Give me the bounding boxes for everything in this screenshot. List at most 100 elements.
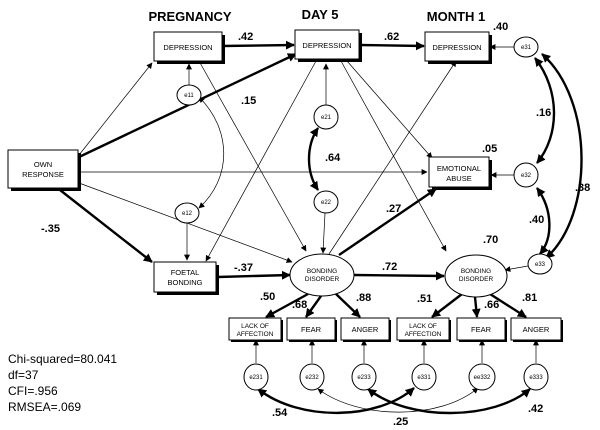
coef-r2-emotional-abuse: .05: [482, 143, 497, 155]
path-e22: [320, 212, 327, 254]
cov-e32-e33: [536, 187, 551, 255]
lack-affection-month1-box: LACK OF AFFECTION: [396, 317, 451, 342]
fear-month1-label: FEAR: [471, 325, 492, 334]
anger-month1-label: ANGER: [523, 325, 550, 334]
anger-day5-label: ANGER: [352, 325, 379, 334]
lack-affection-month1-line2: AFFECTION: [405, 331, 442, 338]
svg-text:ee332: ee332: [474, 375, 491, 381]
svg-text:e232: e232: [305, 375, 319, 381]
fear-day5-box: FEAR: [286, 317, 337, 342]
path-bd5-to-bd-month1: [353, 271, 445, 281]
coef-own-to-foetal: -.35: [41, 223, 60, 235]
lack-affection-day5-line2: AFFECTION: [237, 331, 274, 338]
coef-e32-e33: .40: [529, 214, 544, 226]
path-bd5-to-emotional-abuse: [338, 188, 437, 256]
dep-preg-label: DEPRESSION: [163, 43, 212, 52]
fear-day5-label: FEAR: [301, 325, 322, 334]
dep-day5-box: DEPRESSION: [294, 29, 362, 62]
error-e33: e33: [527, 253, 553, 275]
coef-e231-e331: .54: [272, 407, 288, 419]
lack-affection-day5-box: LACK OF AFFECTION: [228, 317, 283, 342]
coef-load-lack-m1: .51: [417, 293, 432, 305]
dep-month1-label: DEPRESSION: [432, 43, 481, 52]
svg-text:e22: e22: [321, 200, 332, 206]
svg-text:e31: e31: [521, 45, 532, 51]
path-bdm1-to-anger: [489, 292, 527, 319]
coef-e31-e33: .38: [575, 182, 590, 194]
coef-e21-e22: .64: [325, 152, 341, 164]
path-dep-day5-to-foetal-bonding: [205, 60, 317, 262]
svg-text:e12: e12: [182, 211, 193, 217]
path-bd5-to-dep-month1: [328, 60, 457, 255]
coef-e31-e32: .16: [536, 107, 551, 119]
error-e11: e11: [176, 84, 202, 106]
bonding-disorder-day5-line2: DISORDER: [305, 276, 340, 283]
bonding-disorder-month1-ellipse: BONDING DISORDER: [444, 254, 508, 298]
path-own-to-dep-preg: [78, 62, 153, 156]
cov-e21-e22: [307, 127, 320, 191]
coef-own-to-dep-day5: .15: [241, 95, 256, 107]
lack-affection-day5-line1: LACK OF: [241, 323, 269, 330]
path-bdm1-to-fear: [471, 296, 481, 318]
fit-chi-squared: Chi-squared=80.041: [8, 352, 117, 366]
svg-text:e33: e33: [535, 262, 546, 268]
error-e12: e12: [174, 202, 200, 224]
error-e22: e22: [313, 190, 339, 214]
error-e333: e333: [523, 363, 549, 391]
path-own-to-dep-day5: [78, 52, 297, 159]
anger-day5-box: ANGER: [340, 317, 391, 342]
fit-rmsea: RMSEA=.069: [8, 400, 81, 414]
svg-text:e333: e333: [529, 375, 543, 381]
cov-e231-e331: [257, 387, 415, 415]
svg-text:e331: e331: [417, 375, 431, 381]
dep-day5-label: DEPRESSION: [302, 41, 351, 50]
error-e331: e331: [411, 363, 437, 391]
error-e232: e232: [299, 363, 325, 391]
coef-dep-day5-to-month1: .62: [384, 31, 399, 43]
error-e233: e233: [351, 363, 377, 391]
own-response-line2: RESPONSE: [22, 170, 64, 179]
anger-month1-box: ANGER: [510, 317, 563, 342]
path-e33: [504, 265, 529, 273]
foetal-bonding-line2: BONDING: [167, 278, 202, 287]
svg-text:e11: e11: [184, 93, 194, 99]
coef-bd5-to-abuse: .27: [386, 203, 401, 215]
path-dep-day5-to-emotional-abuse: [346, 60, 433, 159]
cov-e233-e333: [367, 388, 531, 415]
path-bd5-to-lack-affection: [265, 292, 309, 319]
fit-cfi: CFI=.956: [8, 384, 58, 398]
path-lines: [59, 40, 539, 363]
error-e332: ee332: [468, 363, 496, 391]
svg-text:e32: e32: [521, 173, 532, 179]
dep-month1-box: DEPRESSION: [424, 31, 492, 64]
bonding-disorder-day5-line1: BONDING: [307, 268, 337, 275]
coef-load-anger-m1: .81: [522, 292, 537, 304]
lack-affection-month1-line1: LACK OF: [409, 323, 437, 330]
fit-statistics: Chi-squared=80.041 df=37 CFI=.956 RMSEA=…: [8, 352, 117, 414]
cov-e31-e33: [541, 53, 583, 259]
coef-load-anger-d5: .88: [356, 292, 371, 304]
cov-e11-e12: [198, 96, 225, 209]
coef-foetal-to-bd5: -.37: [234, 262, 253, 274]
path-bd5-to-fear: [305, 295, 322, 318]
coef-load-fear-m1: .66: [484, 299, 499, 311]
error-e21: e21: [313, 104, 339, 130]
emotional-abuse-line1: EMOTIONAL: [437, 164, 481, 173]
header-day5: DAY 5: [302, 7, 339, 22]
fit-df: df=37: [8, 368, 39, 382]
bonding-disorder-day5-ellipse: BONDING DISORDER: [289, 253, 355, 297]
path-dep-preg-to-dep-day5: [221, 40, 295, 50]
covariance-curves: [198, 53, 583, 415]
own-response-box: OWN RESPONSE: [7, 149, 81, 191]
emotional-abuse-box: EMOTIONAL ABUSE: [428, 156, 492, 190]
header-pregnancy: PREGNANCY: [148, 9, 231, 24]
emotional-abuse-line2: ABUSE: [446, 174, 471, 183]
dep-preg-box: DEPRESSION: [153, 31, 225, 64]
svg-text:e21: e21: [321, 115, 332, 121]
error-e31: e31: [513, 36, 539, 58]
header-month1: MONTH 1: [427, 9, 486, 24]
path-bdm1-to-lack-affection: [431, 293, 463, 318]
coef-load-fear-d5: .68: [292, 299, 307, 311]
bonding-disorder-month1-line2: DISORDER: [459, 276, 494, 283]
error-e231: e231: [243, 363, 269, 391]
